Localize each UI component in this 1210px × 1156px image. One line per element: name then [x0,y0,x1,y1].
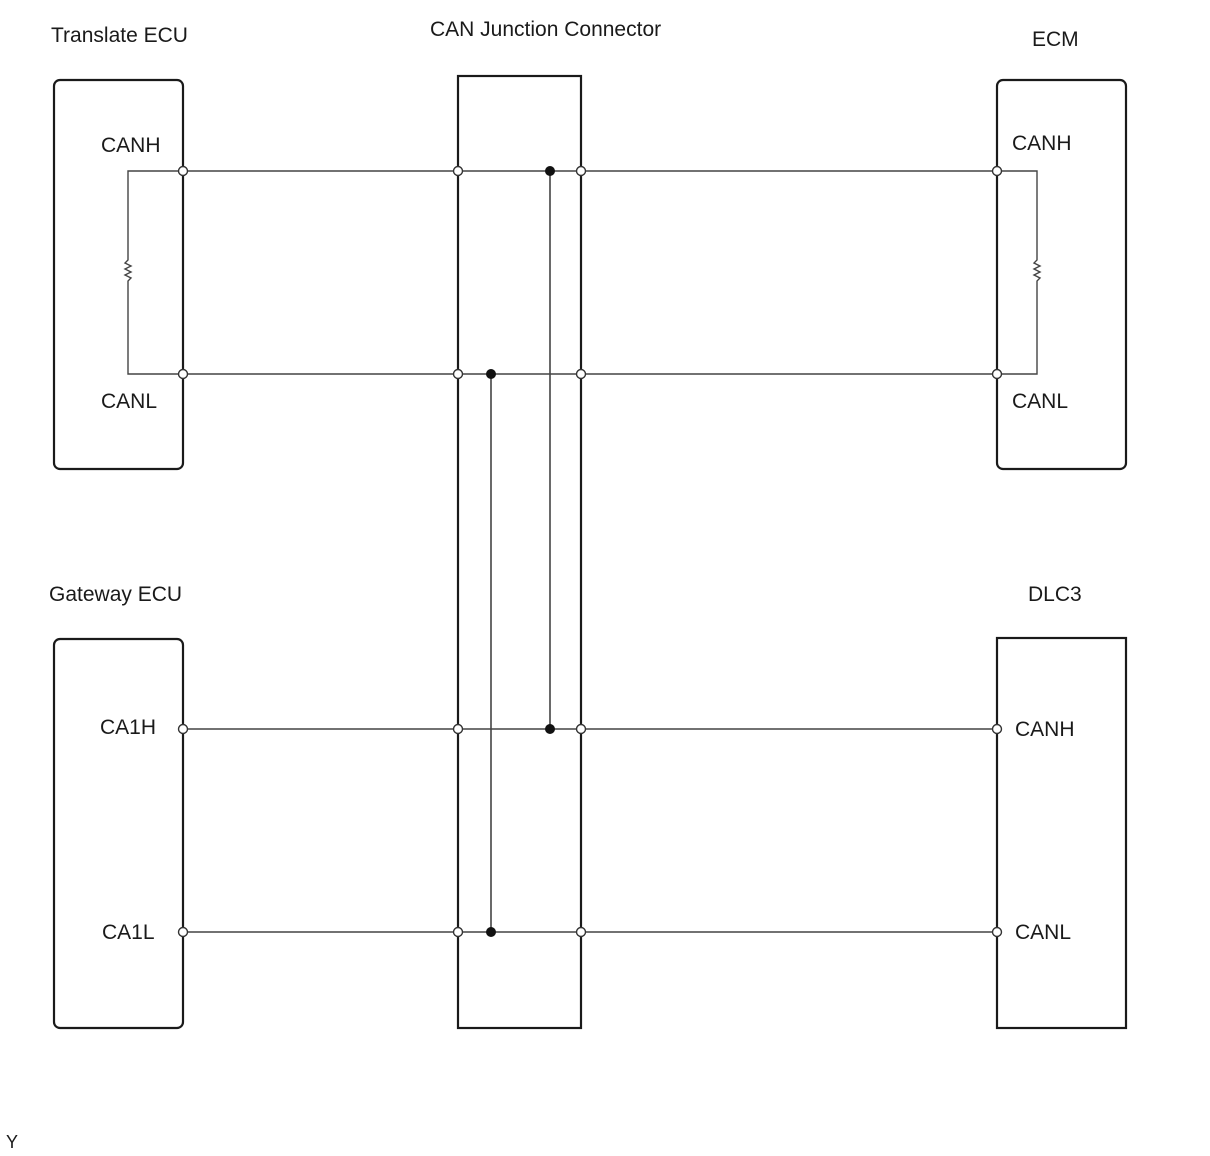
pin-junction-right-1 [575,165,587,177]
dlc3-title: DLC3 [1028,583,1082,606]
splice-canl-lower [486,927,496,937]
ecm-title: ECM [1032,28,1079,51]
pin-junction-left-3 [452,723,464,735]
translate-ecu-terminating-resistor [123,170,183,375]
pin-junction-left-1 [452,165,464,177]
pin-translate-ecu-canh [177,165,189,177]
pin-gateway-ecu-ca1h [177,723,189,735]
ecm-box [995,78,1128,471]
splice-points [486,166,555,937]
dlc3-canl-label: CANL [1015,921,1071,944]
splice-canh-lower [545,724,555,734]
gateway-ecu-ca1h-label: CA1H [100,716,156,739]
pin-junction-right-4 [575,926,587,938]
pin-junction-right-2 [575,368,587,380]
ecm-terminating-resistor [997,170,1042,375]
junction-connector-title: CAN Junction Connector [430,18,661,41]
can-junction-connector-box [456,74,583,1030]
gateway-ecu-title: Gateway ECU [49,583,182,606]
dlc3-canh-label: CANH [1015,718,1075,741]
ecm-canl-label: CANL [1012,390,1068,413]
pin-junction-left-4 [452,926,464,938]
translate-ecu-canh-label: CANH [101,134,161,157]
pin-dlc3-canh [991,723,1003,735]
pin-ecm-canl [991,368,1003,380]
splice-canh-upper [545,166,555,176]
pin-junction-left-2 [452,368,464,380]
pin-dlc3-canl [991,926,1003,938]
corner-mark: Y [6,1132,18,1152]
connector-pins [177,165,1003,938]
ecm-canh-label: CANH [1012,132,1072,155]
dlc3-box [995,636,1128,1030]
splice-canl-upper [486,369,496,379]
pin-translate-ecu-canl [177,368,189,380]
gateway-ecu-ca1l-label: CA1L [102,921,155,944]
translate-ecu-box [52,78,185,471]
gateway-ecu-box [52,637,185,1030]
translate-ecu-canl-label: CANL [101,390,157,413]
pin-gateway-ecu-ca1l [177,926,189,938]
translate-ecu-title: Translate ECU [51,24,188,47]
pin-ecm-canh [991,165,1003,177]
pin-junction-right-3 [575,723,587,735]
